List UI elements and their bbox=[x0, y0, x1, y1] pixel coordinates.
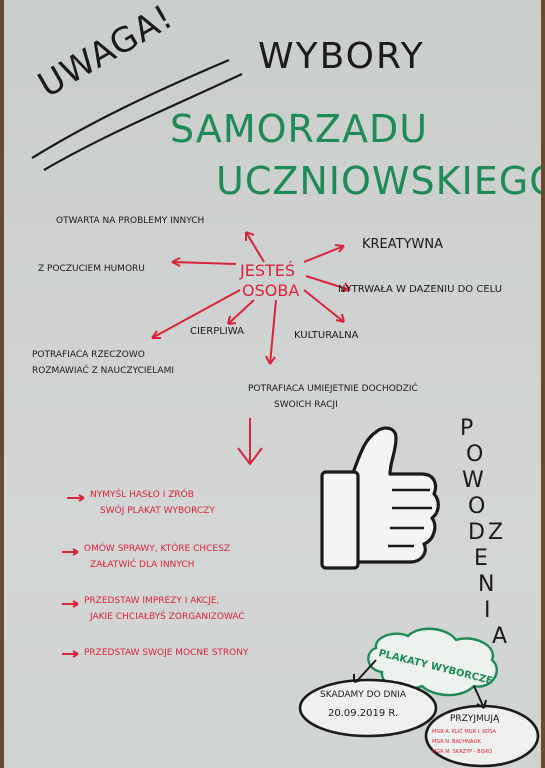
title-line-2: Samorzadu bbox=[170, 107, 429, 151]
center-word-1: Jesteś bbox=[240, 261, 296, 280]
thumbs-up-icon bbox=[320, 426, 440, 570]
trait-humor: z poczuciem humoru bbox=[38, 264, 145, 274]
center-word-2: osoba bbox=[242, 281, 300, 300]
trait-creative: Kreatywna bbox=[362, 237, 444, 252]
task-2-line2: załatwić dla innych bbox=[90, 560, 195, 570]
good-luck-letter: E bbox=[474, 546, 488, 571]
badge-cloud bbox=[367, 627, 498, 697]
trait-argue-line1: Potrafiaca umiejetnie dochodzić bbox=[248, 384, 418, 394]
good-luck-letter: N bbox=[478, 572, 495, 597]
good-luck-letter: W bbox=[462, 468, 484, 493]
trait-persistent: Nytrwała w dazeniu do celu bbox=[338, 284, 503, 295]
trait-arrows bbox=[62, 231, 351, 658]
title-line-3: Uczniowskiego bbox=[216, 159, 541, 203]
trait-talk-line2: rozmawiać z nauczycielami bbox=[32, 366, 175, 376]
task-3-line2: jakie chciałbyś zorganizować bbox=[90, 612, 245, 622]
good-luck-letter: O bbox=[468, 494, 486, 519]
receiver-name: mgr M. Skrzyp - Bisko bbox=[432, 749, 493, 755]
good-luck-letter: O bbox=[466, 442, 484, 467]
task-3-line1: Przedstaw imprezy i akcje, bbox=[84, 596, 220, 606]
trait-talk-line1: Potrafiaca rzeczowo bbox=[32, 350, 145, 360]
receive-label: Przyjmują bbox=[450, 714, 500, 724]
task-1-line1: Nymyśl hasło i zrób bbox=[90, 490, 194, 500]
good-luck-letter: I bbox=[484, 598, 491, 623]
receiver-name: mgr A. Klić mgr I. Kosa bbox=[432, 729, 496, 735]
poster: Uwaga! Wybory Samorzadu Uczniowskiego Je… bbox=[4, 0, 541, 768]
task-2-line1: Omów sprawy, które chcesz bbox=[84, 544, 230, 554]
receiver-name: mgr N. Bachnalik bbox=[432, 739, 481, 745]
trait-patient: Cierpliwa bbox=[190, 326, 244, 337]
deadline-date: 20.09.2019 r. bbox=[328, 708, 399, 719]
trait-polite: Kulturalna bbox=[294, 330, 359, 341]
poster-drawings bbox=[31, 58, 540, 768]
task-1-line2: swój plakat wyborczy bbox=[100, 506, 215, 516]
good-luck-letter: D bbox=[468, 520, 485, 545]
trait-argue-line2: swoich racji bbox=[274, 400, 338, 410]
deadline-oval bbox=[298, 678, 438, 738]
task-4-line1: Przedstaw swoje mocne strony bbox=[84, 648, 249, 658]
trait-open: Otwarta na problemy innych bbox=[56, 216, 205, 226]
good-luck-letter: P bbox=[460, 416, 474, 441]
good-luck-letter: Z bbox=[488, 520, 504, 545]
title-line-1: Wybory bbox=[258, 36, 425, 77]
deadline-label: Skadamy do dnia bbox=[320, 690, 407, 700]
good-luck-letter: A bbox=[492, 624, 508, 649]
